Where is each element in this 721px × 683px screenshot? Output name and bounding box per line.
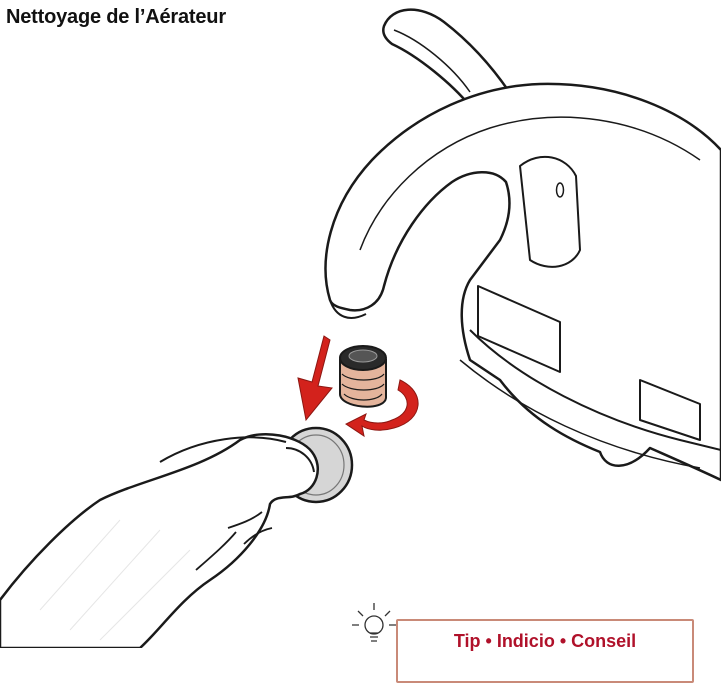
hand-with-tool (0, 428, 352, 648)
faucet-cleaning-illustration (0, 0, 721, 648)
aerator (340, 346, 386, 407)
downward-arrow (298, 336, 332, 420)
tip-label: Tip • Indicio • Conseil (398, 631, 692, 652)
lightbulb-icon (352, 601, 396, 648)
tip-box: Tip • Indicio • Conseil (396, 619, 694, 683)
faucet-body (326, 84, 721, 480)
